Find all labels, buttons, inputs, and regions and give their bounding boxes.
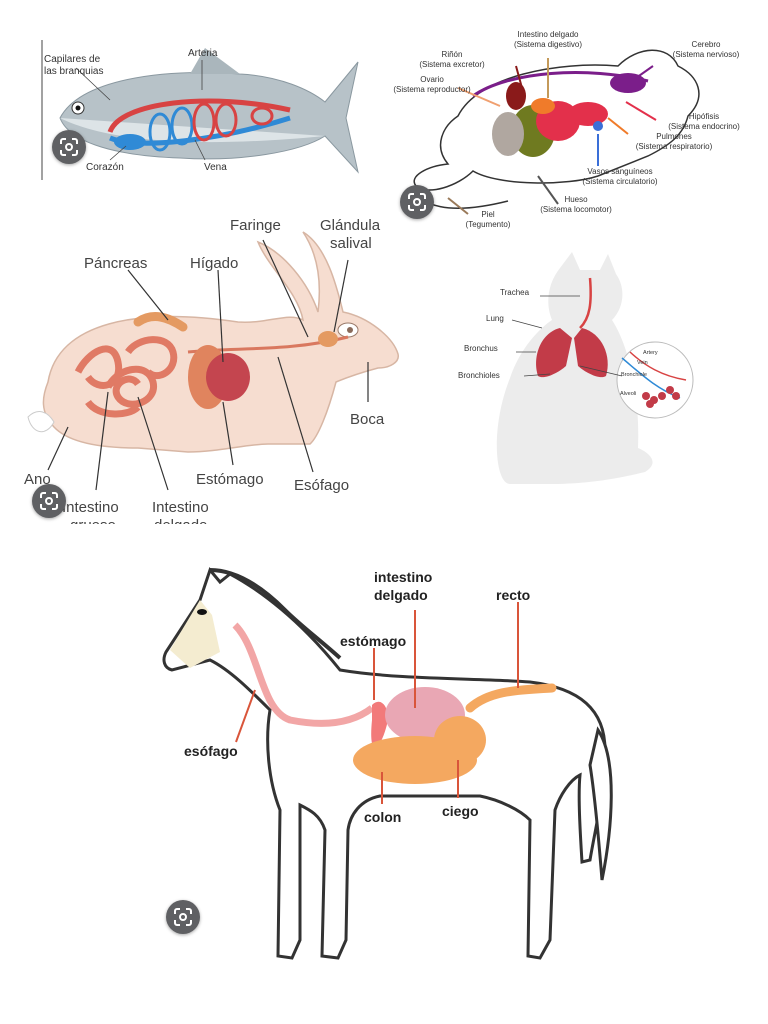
label-stomach: Estómago [196, 471, 264, 488]
label-esophagus: esófago [184, 743, 238, 759]
google-lens-icon [408, 193, 426, 211]
label-alveoli-inset: Alveoli [620, 391, 636, 397]
label-esophagus: Esófago [294, 477, 349, 494]
lens-button-fish[interactable] [52, 130, 86, 164]
label-kidney-line2: (Sistema excretor) [419, 60, 485, 69]
label-artery: Arteria [188, 48, 218, 59]
label-liver: Hígado [190, 255, 238, 272]
lens-button-horse[interactable] [166, 900, 200, 934]
label-vessels-line1: Vasos sanguíneos [587, 167, 652, 176]
label-rectum: recto [496, 587, 530, 603]
google-lens-icon [174, 908, 192, 926]
label-ovary-line2: (Sistema reproductor) [393, 85, 471, 94]
label-lungs-line1: Pulmones [656, 132, 692, 141]
label-brain-line1: Cerebro [692, 40, 721, 49]
google-lens-icon [40, 492, 58, 510]
label-skin-line1: Piel [481, 210, 495, 219]
cat-diagram: Trachea Lung Bronchus Bronchioles Artery… [458, 252, 694, 484]
lens-button-rabbit[interactable] [32, 484, 66, 518]
label-bone-line1: Hueso [564, 195, 588, 204]
label-brain-line2: (Sistema nervioso) [673, 50, 740, 59]
rabbit-diagram: Faringe Glándula salival Páncreas Hígado… [24, 217, 399, 524]
label-artery-inset: Artery [643, 350, 658, 356]
label-small-intestine-line1: Intestino delgado [518, 30, 579, 39]
label-bone-line2: (Sistema locomotor) [540, 205, 612, 214]
label-bronchiole-inset: Bronchiole [621, 372, 647, 378]
label-bronchioles: Bronchioles [458, 371, 500, 380]
label-cecum: ciego [442, 803, 479, 819]
rabbit-digestive-image[interactable]: Faringe Glándula salival Páncreas Hígado… [18, 212, 400, 524]
label-stomach: estómago [340, 633, 406, 649]
mouse-systems-image[interactable]: Intestino delgado (Sistema digestivo) Ri… [388, 26, 758, 232]
label-small-intestine-line1: intestino [374, 569, 432, 585]
label-large-intestine-line1: Intestino [62, 499, 119, 516]
label-ovary-line1: Ovario [420, 75, 444, 84]
label-pharynx: Faringe [230, 217, 281, 234]
label-capillaries-line1: Capilares de [44, 54, 101, 65]
mouse-diagram: Intestino delgado (Sistema digestivo) Ri… [393, 30, 740, 229]
label-colon: colon [364, 809, 401, 825]
label-anus: Ano [24, 471, 51, 488]
label-bronchus: Bronchus [464, 344, 498, 353]
label-trachea: Trachea [500, 288, 530, 297]
horse-diagram: intestino delgado recto estómago esófago… [162, 566, 613, 960]
label-heart: Corazón [86, 162, 124, 173]
label-lung: Lung [486, 314, 504, 323]
label-pancreas: Páncreas [84, 255, 147, 272]
label-pituitary-line1: Hipófisis [689, 112, 719, 121]
google-lens-icon [60, 138, 78, 156]
label-pituitary-line2: (Sistema endocrino) [668, 122, 740, 131]
label-vessels-line2: (Sistema circulatorio) [582, 177, 657, 186]
label-small-intestine-line2: delgado [154, 517, 207, 524]
label-capillaries-line2: las branquias [44, 66, 103, 77]
label-vein-inset: Vein [637, 360, 648, 366]
label-small-intestine-line2: delgado [374, 587, 428, 603]
label-kidney-line1: Riñón [442, 50, 463, 59]
lens-button-mouse[interactable] [400, 185, 434, 219]
label-salivary-line1: Glándula [320, 217, 381, 234]
label-skin-line2: (Tegumento) [466, 220, 511, 229]
fish-circulation-image[interactable]: Capilares de las branquias Arteria Coraz… [40, 40, 360, 180]
label-vein: Vena [204, 162, 227, 173]
fish-diagram: Capilares de las branquias Arteria Coraz… [41, 40, 359, 180]
label-small-intestine-line1: Intestino [152, 499, 209, 516]
label-lungs-line2: (Sistema respiratorio) [636, 142, 713, 151]
label-small-intestine-line2: (Sistema digestivo) [514, 40, 582, 49]
horse-digestive-image[interactable]: intestino delgado recto estómago esófago… [150, 560, 620, 970]
label-salivary-line2: salival [330, 235, 372, 252]
cat-respiratory-image[interactable]: Trachea Lung Bronchus Bronchioles Artery… [440, 248, 702, 488]
label-large-intestine-line2: grueso [70, 517, 116, 524]
label-mouth: Boca [350, 411, 385, 428]
